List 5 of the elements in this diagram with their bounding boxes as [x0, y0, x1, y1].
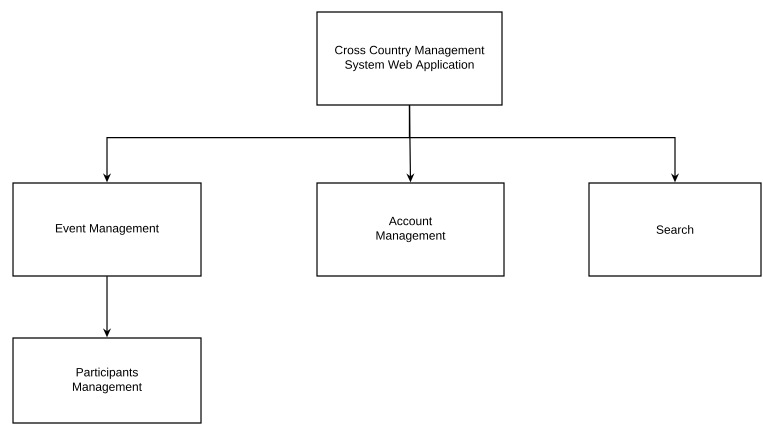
process-box: Participants Management — [12, 337, 202, 424]
process-box: Search — [588, 182, 762, 277]
process-box: Account Management — [316, 182, 505, 277]
process-box: Event Management — [12, 182, 202, 277]
process-box: Cross Country Management System Web Application — [316, 11, 503, 106]
